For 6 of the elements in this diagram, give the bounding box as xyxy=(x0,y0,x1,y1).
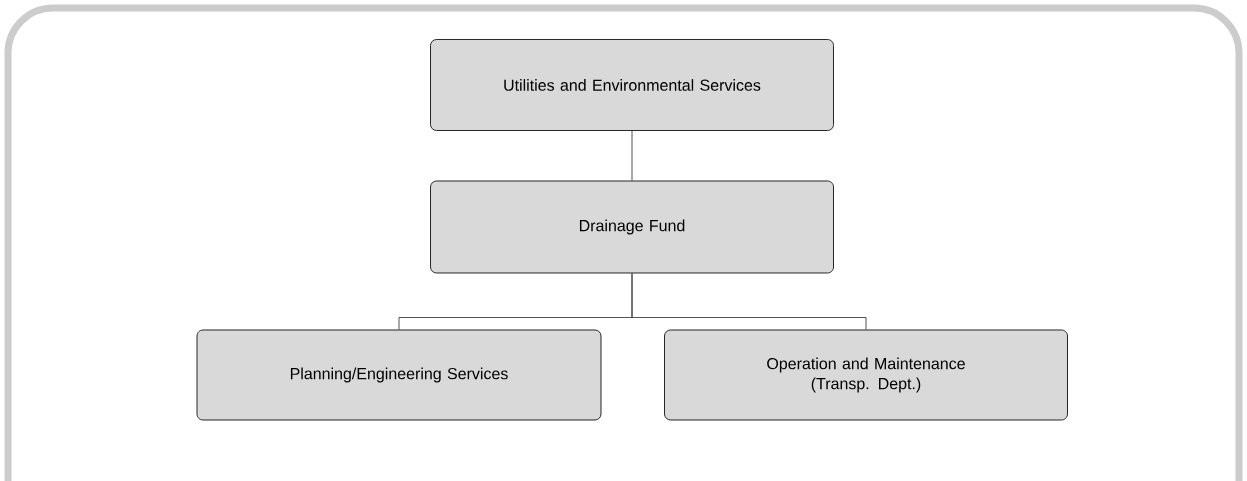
connector-line xyxy=(631,273,867,330)
connector-line xyxy=(631,130,633,181)
org-box: Utilities and Environmental Services xyxy=(430,39,834,131)
org-box: Planning/Engineering Services xyxy=(196,329,602,421)
org-box: Drainage Fund xyxy=(430,180,834,274)
org-box: Operation and Maintenance (Transp. Dept.) xyxy=(664,329,1068,421)
